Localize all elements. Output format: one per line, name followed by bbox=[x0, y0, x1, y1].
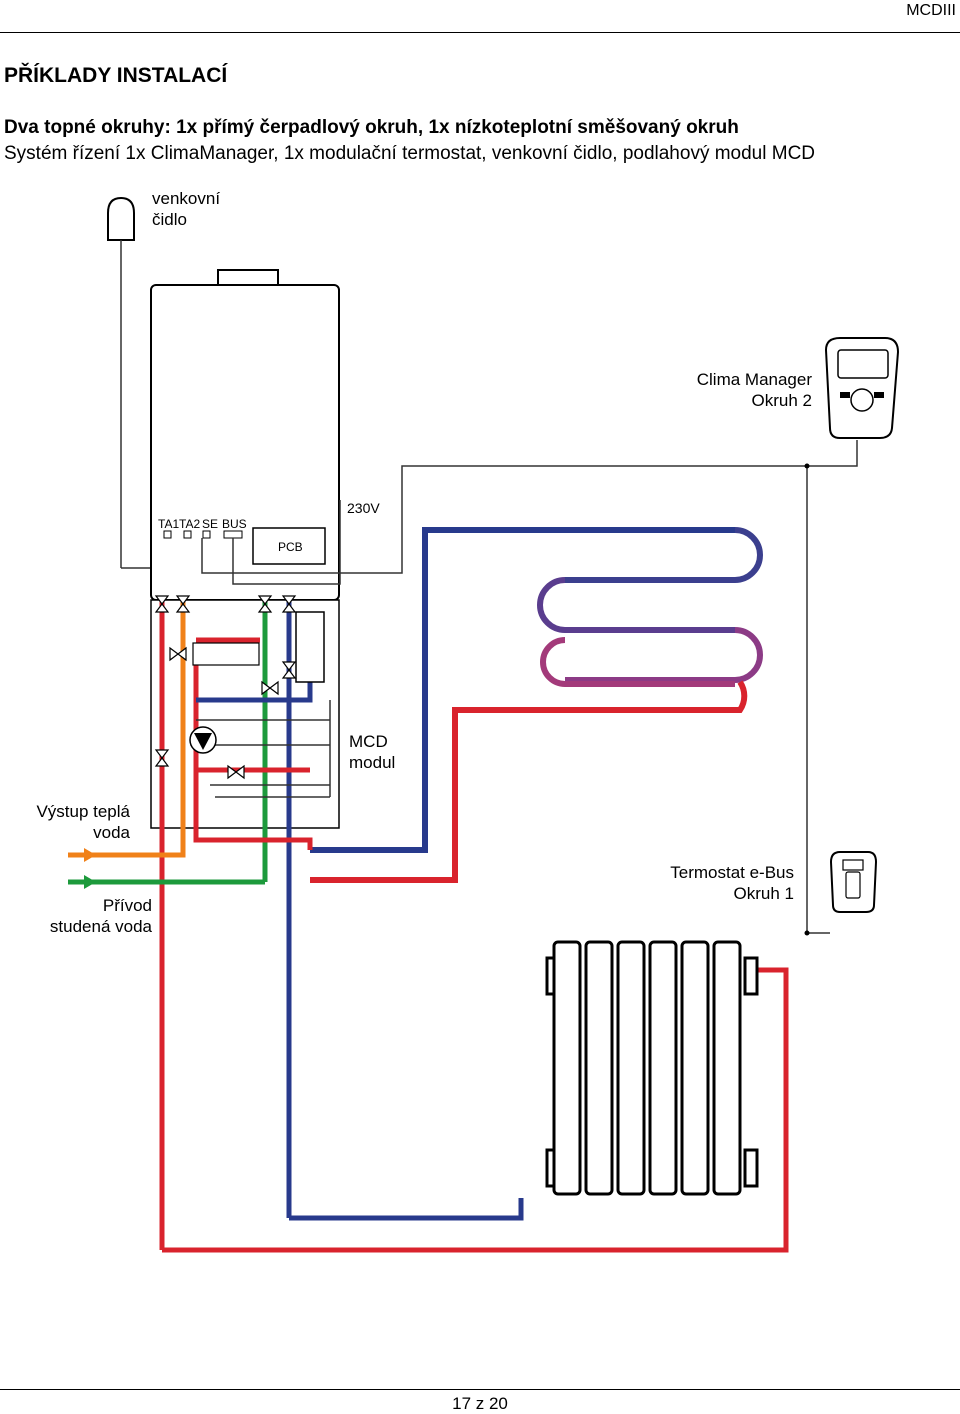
underfloor-lower-loops bbox=[310, 637, 748, 883]
terminal-ta2-label: TA2 bbox=[179, 517, 201, 531]
section-heading: Dva topné okruhy: 1x přímý čerpadlový ok… bbox=[4, 117, 739, 138]
footer-rule bbox=[0, 1389, 960, 1390]
terminal-ta1-label: TA1 bbox=[158, 517, 180, 531]
boiler-internal-pipes bbox=[159, 602, 313, 1250]
section-subheading: Systém řízení 1x ClimaManager, 1x modula… bbox=[4, 143, 816, 164]
valve-icons bbox=[154, 595, 297, 780]
terminal-bus-label: BUS bbox=[222, 517, 247, 531]
heat-exchanger bbox=[192, 642, 260, 666]
bus-wiring bbox=[201, 440, 858, 934]
underfloor-heating-loop bbox=[310, 527, 763, 853]
radiator-icon bbox=[545, 940, 759, 1196]
header-rule bbox=[0, 32, 960, 33]
radiator-flow-pipe bbox=[162, 967, 789, 1253]
hydraulic-block bbox=[295, 611, 325, 683]
hot-water-outlet-pipe bbox=[68, 850, 186, 858]
page-title: PŘÍKLADY INSTALACÍ bbox=[4, 64, 228, 87]
thermostat-icon bbox=[829, 851, 878, 913]
boiler-unit bbox=[150, 269, 340, 829]
pcb-label: PCB bbox=[278, 540, 303, 554]
radiator-return-pipe bbox=[289, 1198, 524, 1221]
pcb-box bbox=[252, 527, 326, 565]
terminal-se-label: SE bbox=[202, 517, 219, 531]
clima-manager-icon bbox=[824, 337, 900, 439]
document-code: MCDIII bbox=[906, 2, 956, 19]
voltage-label: 230V bbox=[347, 500, 380, 516]
page-number: 17 z 20 bbox=[452, 1394, 508, 1413]
